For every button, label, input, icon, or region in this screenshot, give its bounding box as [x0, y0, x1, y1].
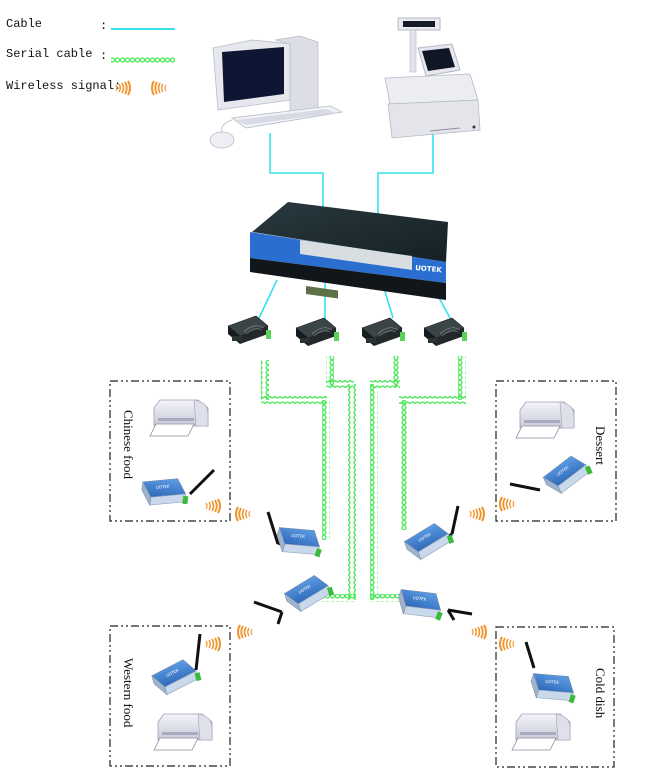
wireless-module-center-left-top	[266, 511, 328, 564]
zone-western-food: Western food	[109, 625, 231, 767]
legend-label-wireless-signal: Wireless signal:	[6, 79, 122, 93]
cable-desktop-to-switch	[269, 133, 324, 215]
wireless-module-center-left-bottom	[253, 570, 337, 625]
wireless-module-icon	[526, 665, 582, 710]
legend-wireless-in-icon	[151, 80, 167, 96]
legend-wireless-out-icon	[115, 80, 131, 96]
legend-label-cable: Cable	[6, 17, 43, 31]
printer-icon	[153, 713, 213, 751]
wireless-module-icon	[149, 656, 204, 698]
network-switch-icon: UOTEK	[250, 202, 448, 300]
wireless-module-icon	[539, 450, 596, 498]
wireless-module-center-right-bottom	[393, 581, 473, 627]
wireless-signal-icon	[237, 624, 253, 640]
legend-separator: :	[100, 19, 108, 33]
serial-server-2	[295, 317, 340, 347]
zone-label-cold-dish: Cold dish	[593, 668, 608, 719]
wireless-signal-icon	[499, 496, 515, 512]
serial-server-3	[361, 317, 406, 347]
wireless-module-center-right-top	[401, 505, 460, 564]
printer-icon	[149, 399, 209, 437]
legend-separator: :	[100, 49, 108, 63]
zone-label-dessert: Dessert	[593, 426, 608, 465]
zone-cold-dish: Cold dish	[495, 626, 615, 768]
serial-server-1	[227, 315, 272, 345]
zone-label-chinese-food: Chinese food	[121, 410, 136, 479]
wireless-signal-icon	[235, 506, 251, 522]
zone-label-western-food: Western food	[121, 658, 136, 728]
serial-server-4	[423, 317, 468, 347]
pos-terminal-icon	[384, 17, 481, 139]
antenna-icon	[188, 468, 216, 496]
wireless-signal-icon	[499, 636, 515, 652]
zone-dessert: Dessert	[495, 380, 617, 522]
desktop-computer-icon	[209, 35, 344, 149]
legend-label-serial-cable: Serial cable	[6, 47, 93, 61]
cable-pos-to-switch	[377, 133, 434, 215]
wireless-signal-icon	[205, 636, 221, 652]
printer-icon	[511, 713, 571, 751]
switch-brand-label: UOTEK	[415, 264, 443, 274]
wireless-signal-icon	[471, 624, 487, 640]
wireless-signal-icon	[205, 498, 221, 514]
legend-serial-cable-symbol	[111, 55, 175, 63]
antenna-icon	[524, 641, 536, 669]
printer-icon	[515, 401, 575, 439]
wireless-module-icon	[139, 473, 192, 511]
zone-chinese-food: Chinese food	[109, 380, 231, 522]
serial-cables	[261, 356, 466, 602]
antenna-icon	[194, 633, 202, 671]
cable-switch-to-server-1	[258, 279, 278, 319]
wireless-signal-icon	[469, 506, 485, 522]
antenna-icon	[509, 482, 541, 492]
